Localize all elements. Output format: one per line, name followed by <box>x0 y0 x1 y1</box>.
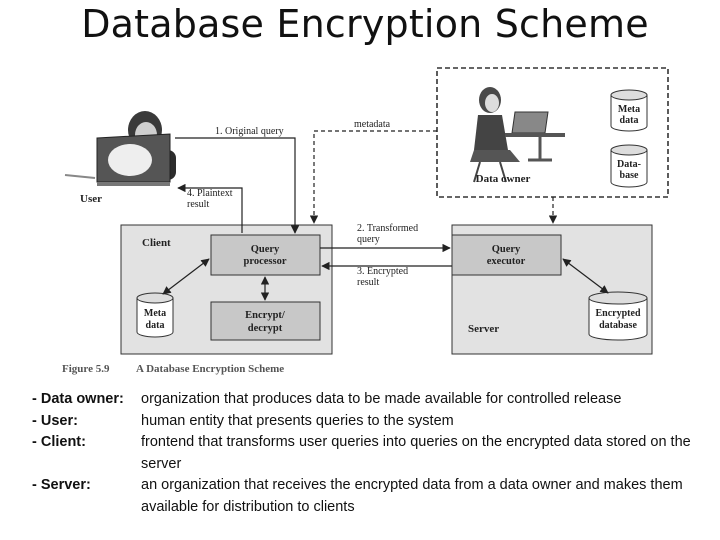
encrypt-decrypt-box <box>210 301 321 341</box>
page-title: Database Encryption Scheme <box>81 2 649 46</box>
query-executor-label-1: Query <box>492 244 521 255</box>
query-executor-box <box>451 234 562 276</box>
encrypted-database-label-2: database <box>599 320 637 331</box>
plaintext-result-arrow <box>177 183 243 233</box>
definition-user: - User: human entity that presents queri… <box>32 411 712 433</box>
transformed-query-label-2: query <box>357 234 380 245</box>
definition-term: - Server: <box>32 477 91 493</box>
definitions-list: - Data owner: organization that produces… <box>32 389 712 518</box>
definition-text: human entity that presents queries to th… <box>141 412 454 429</box>
original-query-label: 1. Original query <box>215 126 284 137</box>
query-processor-label-2: processor <box>244 256 287 267</box>
definition-text: frontend that transforms user queries in… <box>141 434 691 472</box>
executor-database-arrow <box>562 258 609 294</box>
encrypt-decrypt-label-2: decrypt <box>248 323 283 334</box>
user-at-computer-icon <box>64 111 176 186</box>
owner-database-label-2: base <box>620 170 639 181</box>
client-metadata-cylinder-icon <box>136 292 174 338</box>
user-label: User <box>80 193 102 205</box>
query-processor-label-1: Query <box>251 244 280 255</box>
query-executor-label-2: executor <box>487 256 526 267</box>
encrypt-decrypt-label-1: Encrypt/ <box>245 310 286 321</box>
client-metadata-label-2: data <box>146 320 165 331</box>
definition-server: - Server: an organization that receives … <box>32 475 712 518</box>
client-label: Client <box>142 237 171 249</box>
query-processor-box <box>210 234 321 276</box>
data-owner-label: Data owner <box>476 173 531 185</box>
data-owner-at-laptop-icon <box>470 87 565 183</box>
figure-caption: A Database Encryption Scheme <box>136 363 284 375</box>
server-label: Server <box>468 323 499 335</box>
definition-term: - User: <box>32 412 78 429</box>
metadata-label: metadata <box>354 119 391 130</box>
plaintext-result-label-2: result <box>187 199 209 210</box>
definition-term: - Client: <box>32 434 86 450</box>
owner-database-cylinder-icon <box>610 144 648 188</box>
owner-metadata-label-1: Meta <box>618 104 640 115</box>
figure-number: Figure 5.9 <box>62 363 110 375</box>
encrypted-result-label-2: result <box>357 277 379 288</box>
definition-client: - Client: frontend that transforms user … <box>32 432 712 475</box>
plaintext-result-label-1: 4. Plaintext <box>187 188 233 199</box>
encryption-scheme-diagram: Query processor Encrypt/ decrypt Query e… <box>62 67 669 375</box>
processor-metadata-arrow <box>162 258 210 295</box>
encrypted-database-cylinder-icon <box>588 291 648 341</box>
definition-text: an organization that receives the encryp… <box>141 477 683 515</box>
transformed-query-label-1: 2. Transformed <box>357 223 418 234</box>
client-metadata-label-1: Meta <box>144 308 166 319</box>
owner-database-label-1: Data- <box>617 159 641 170</box>
definition-data-owner: - Data owner: organization that produces… <box>32 389 712 411</box>
definition-text: organization that produces data to be ma… <box>141 391 622 407</box>
owner-metadata-cylinder-icon <box>610 89 648 132</box>
original-query-arrow <box>175 137 300 234</box>
metadata-arrow <box>309 130 437 224</box>
encrypted-result-label-1: 3. Encrypted <box>357 266 408 277</box>
encrypted-database-label-1: Encrypted <box>596 308 641 319</box>
owner-metadata-label-2: data <box>620 115 639 126</box>
definition-term: - Data owner: <box>32 391 124 407</box>
